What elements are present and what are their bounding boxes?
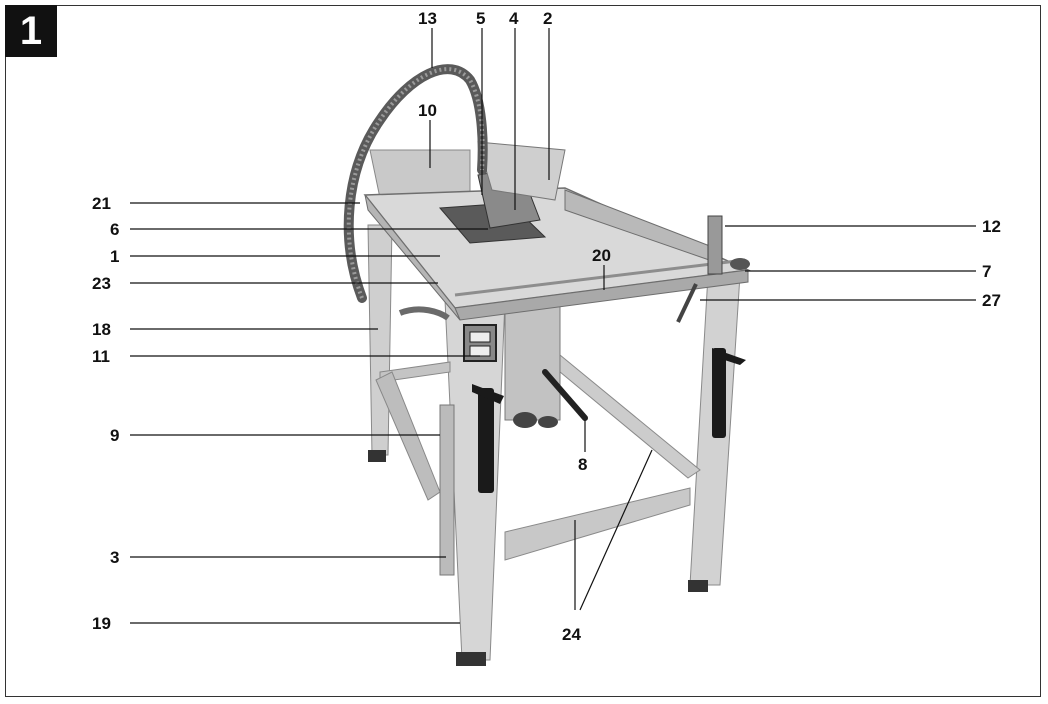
callout-20: 20 [592,246,611,265]
callout-9: 9 [110,426,119,445]
callout-1: 1 [110,247,119,266]
callout-10: 10 [418,101,437,120]
figure-frame [5,5,1041,697]
callout-27: 27 [982,291,1001,310]
callout-19: 19 [92,614,111,633]
callout-4: 4 [509,9,519,28]
callout-23: 23 [92,274,111,293]
leader-24b [579,449,653,611]
callout-21: 21 [92,194,111,213]
callout-12: 12 [982,217,1001,236]
callout-7: 7 [982,262,991,281]
callout-18: 18 [92,320,111,339]
callout-8: 8 [578,455,587,474]
callout-6: 6 [110,220,119,239]
callout-2: 2 [543,9,552,28]
callout-24: 24 [562,625,581,644]
callout-3: 3 [110,548,119,567]
callout-11: 11 [92,347,110,366]
figure-number-badge: 1 [5,5,57,57]
callout-labels: 13 5 4 2 10 21 6 1 23 18 11 9 3 19 20 12… [92,9,1001,644]
leader-lines [130,28,976,624]
callout-13: 13 [418,9,437,28]
callout-5: 5 [476,9,485,28]
